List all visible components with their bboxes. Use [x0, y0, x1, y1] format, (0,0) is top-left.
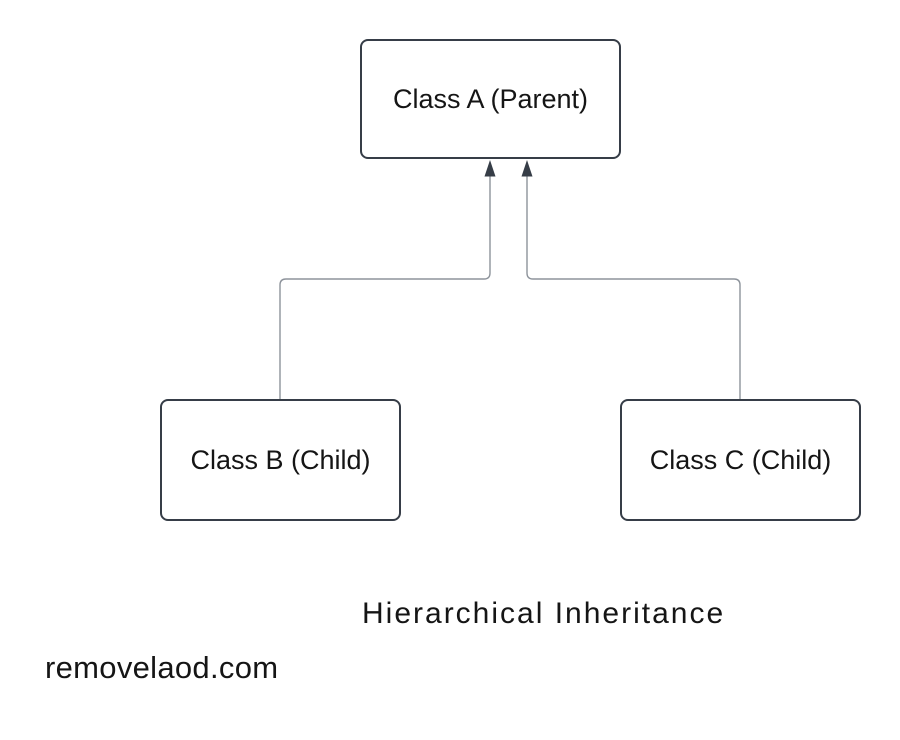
node-class-c-child: Class C (Child)	[620, 399, 861, 521]
node-class-b-child: Class B (Child)	[160, 399, 401, 521]
node-class-c-label: Class C (Child)	[649, 444, 832, 475]
arrowhead-b-to-a-icon	[484, 160, 496, 177]
connector-c-to-a	[526, 174, 741, 399]
arrowhead-c-to-a-icon	[521, 160, 533, 177]
connector-b-to-a	[279, 174, 491, 399]
node-class-a-label: Class A (Parent)	[392, 83, 589, 114]
node-class-a-parent: Class A (Parent)	[360, 39, 621, 159]
node-class-b-label: Class B (Child)	[190, 444, 371, 475]
diagram-title: Hierarchical Inheritance	[362, 597, 726, 630]
watermark-text: removelaod.com	[45, 650, 279, 685]
